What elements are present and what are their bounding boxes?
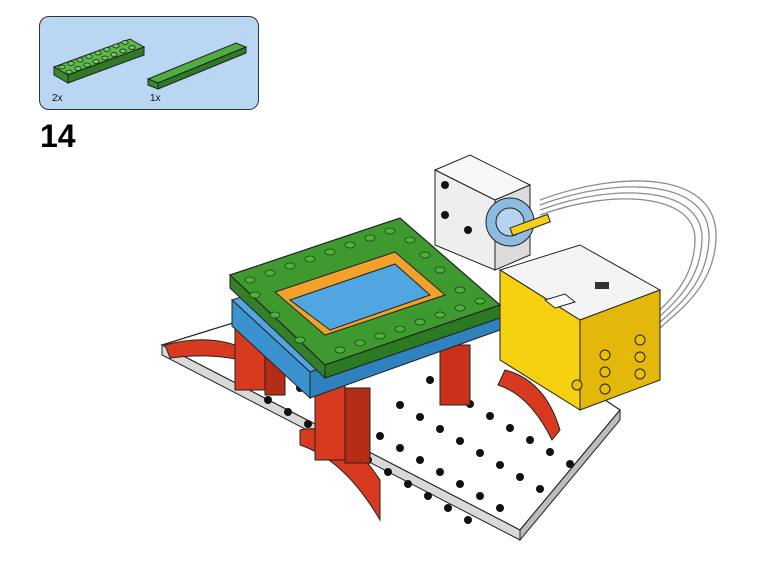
part-quantity-tile: 1x [150, 93, 161, 104]
green-tile-1x8-icon [146, 42, 248, 90]
parts-callout: 2x 1x [39, 16, 259, 110]
hub-icon [498, 244, 662, 411]
part-quantity-plate: 2x [52, 93, 63, 104]
red-ramp-right-icon [497, 369, 561, 441]
step-number: 14 [40, 118, 76, 154]
green-frame-icon [228, 217, 502, 380]
motor-icon [433, 154, 551, 271]
parts-illustration [52, 38, 248, 90]
green-plate-2x8-icon [52, 38, 146, 84]
